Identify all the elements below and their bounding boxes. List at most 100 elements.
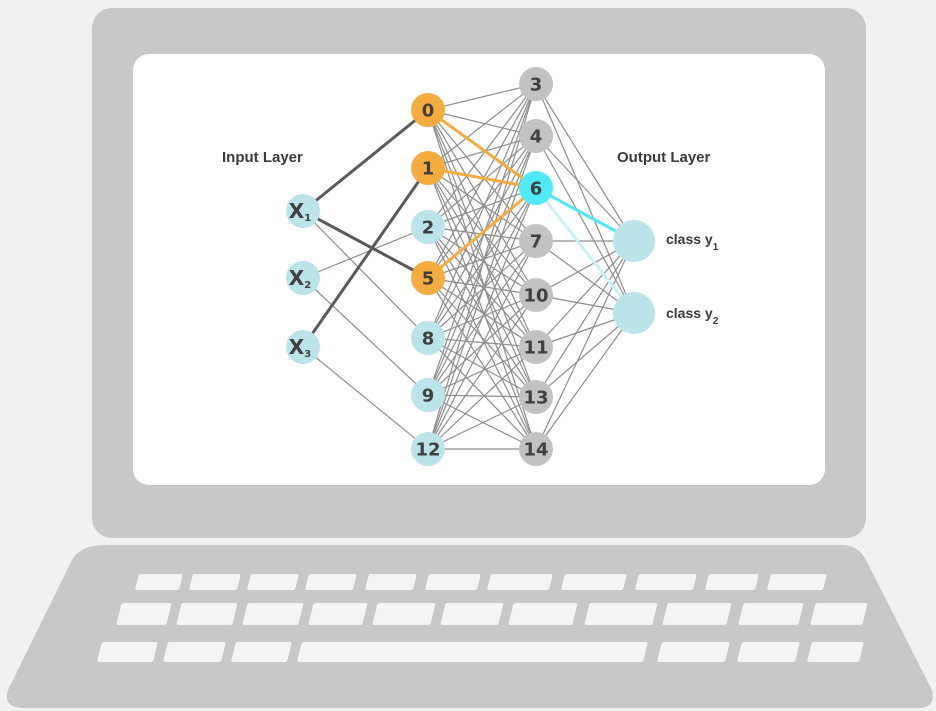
edge-n4-o1 bbox=[535, 135, 635, 242]
highlight-edge-x3-n1 bbox=[301, 166, 430, 349]
hidden2-node-10 bbox=[519, 278, 553, 312]
edge-n0-n4 bbox=[427, 109, 537, 137]
input-layer-title: Input Layer bbox=[222, 149, 303, 166]
hidden2-node-label-11: 11 bbox=[523, 337, 548, 358]
edge-n13-o1 bbox=[535, 240, 635, 398]
edge-n9-n3 bbox=[427, 83, 537, 396]
edge-n0-n11 bbox=[427, 109, 537, 348]
hidden2-node-label-14: 14 bbox=[523, 439, 548, 460]
key-row1-5 bbox=[425, 574, 481, 590]
hidden2-node-6 bbox=[519, 171, 553, 205]
edge-n1-n3 bbox=[427, 83, 537, 169]
key-row1-4 bbox=[365, 574, 417, 590]
hidden2-node-label-13: 13 bbox=[523, 387, 548, 408]
edge-n1-n4 bbox=[427, 135, 537, 169]
keyboard-keys bbox=[97, 574, 868, 662]
hidden2-node-13 bbox=[519, 380, 553, 414]
edge-n8-n10 bbox=[427, 294, 537, 339]
hidden1-node-label-2: 2 bbox=[422, 217, 435, 238]
edge-n8-n14 bbox=[427, 337, 537, 450]
edge-n12-n10 bbox=[427, 294, 537, 450]
key-row1-1 bbox=[189, 574, 241, 590]
hidden1-node-12 bbox=[411, 432, 445, 466]
key-row2-1 bbox=[176, 603, 238, 625]
key-row1-6 bbox=[487, 574, 553, 590]
key-row2-0 bbox=[116, 603, 172, 625]
hidden2-node-label-10: 10 bbox=[523, 285, 548, 306]
key-row3-3 bbox=[297, 642, 648, 662]
key-row3-1 bbox=[163, 642, 226, 662]
edge-n4-o2 bbox=[535, 135, 635, 314]
key-row2-7 bbox=[584, 603, 658, 625]
output-layer-title: Output Layer bbox=[617, 149, 711, 166]
input-node-label-x2: X2 bbox=[289, 266, 311, 291]
edge-x2-n2 bbox=[302, 226, 429, 279]
key-row3-4 bbox=[657, 642, 730, 662]
hidden1-node-label-9: 9 bbox=[422, 385, 435, 406]
input-node-x3 bbox=[286, 330, 320, 364]
output-node-1 bbox=[613, 220, 655, 262]
hidden2-node-label-3: 3 bbox=[530, 74, 543, 95]
highlight-edge-x1-n5 bbox=[301, 209, 430, 280]
edge-n8-n3 bbox=[427, 83, 537, 339]
edge-n5-n11 bbox=[427, 277, 537, 348]
highlight-edge-n1-n6 bbox=[426, 166, 538, 190]
class-y2-sub: 2 bbox=[713, 316, 719, 327]
key-row3-0 bbox=[97, 642, 158, 662]
edge-n2-n10 bbox=[427, 226, 537, 296]
edge-n0-n7 bbox=[427, 109, 537, 242]
edge-n12-n4 bbox=[427, 135, 537, 450]
edge-n0-n10 bbox=[427, 109, 537, 296]
highlight-edge-n0-n6 bbox=[426, 108, 538, 190]
class-y1-label: class y1 bbox=[666, 231, 719, 253]
edge-n14-o2 bbox=[535, 312, 635, 450]
edge-n2-n3 bbox=[427, 83, 537, 228]
edge-n5-n13 bbox=[427, 277, 537, 398]
edge-n8-n13 bbox=[427, 337, 537, 398]
hidden2-node-14 bbox=[519, 432, 553, 466]
class-y2-base: class y bbox=[666, 305, 713, 321]
edge-n5-n14 bbox=[427, 277, 537, 450]
key-row1-8 bbox=[635, 574, 697, 590]
hidden2-node-11 bbox=[519, 330, 553, 364]
edge-n1-n7 bbox=[427, 167, 537, 242]
edge-x2-n9 bbox=[302, 277, 429, 396]
edge-n1-n11 bbox=[427, 167, 537, 348]
key-row2-10 bbox=[810, 603, 868, 625]
edge-n8-n6 bbox=[427, 187, 537, 339]
input-node-label-x1: X1 bbox=[289, 199, 311, 224]
edge-n5-n4 bbox=[427, 135, 537, 279]
key-row2-5 bbox=[440, 603, 504, 625]
class-y2-label: class y2 bbox=[666, 305, 719, 327]
key-row2-3 bbox=[308, 603, 368, 625]
edge-n8-n11 bbox=[427, 337, 537, 348]
highlight-edge-n5-n6 bbox=[426, 186, 538, 280]
key-row1-2 bbox=[247, 574, 299, 590]
edge-n5-n7 bbox=[427, 240, 537, 279]
hidden2-node-7 bbox=[519, 224, 553, 258]
edge-n1-n13 bbox=[427, 167, 537, 398]
hidden1-node-label-8: 8 bbox=[422, 328, 435, 349]
hidden1-node-8 bbox=[411, 321, 445, 355]
edge-x3-n12 bbox=[302, 346, 429, 450]
edge-n12-n11 bbox=[427, 346, 537, 450]
hidden1-node-label-1: 1 bbox=[422, 158, 435, 179]
hidden1-node-5 bbox=[411, 261, 445, 295]
key-row2-9 bbox=[738, 603, 804, 625]
key-row2-8 bbox=[662, 603, 732, 625]
edge-n8-n7 bbox=[427, 240, 537, 339]
edge-n12-n6 bbox=[427, 187, 537, 450]
edge-n5-n3 bbox=[427, 83, 537, 279]
edge-n13-o2 bbox=[535, 312, 635, 398]
edge-n3-o1 bbox=[535, 83, 635, 242]
edge-n11-o1 bbox=[535, 240, 635, 348]
input-node-x2 bbox=[286, 261, 320, 295]
highlight-edge-n6-o2 bbox=[534, 186, 636, 315]
hidden2-node-label-6: 6 bbox=[530, 178, 543, 199]
key-row1-7 bbox=[561, 574, 627, 590]
key-row3-5 bbox=[737, 642, 800, 662]
hidden2-node-label-7: 7 bbox=[530, 231, 543, 252]
laptop-keyboard-base bbox=[6, 545, 933, 708]
edge-x1-n8 bbox=[302, 210, 429, 339]
